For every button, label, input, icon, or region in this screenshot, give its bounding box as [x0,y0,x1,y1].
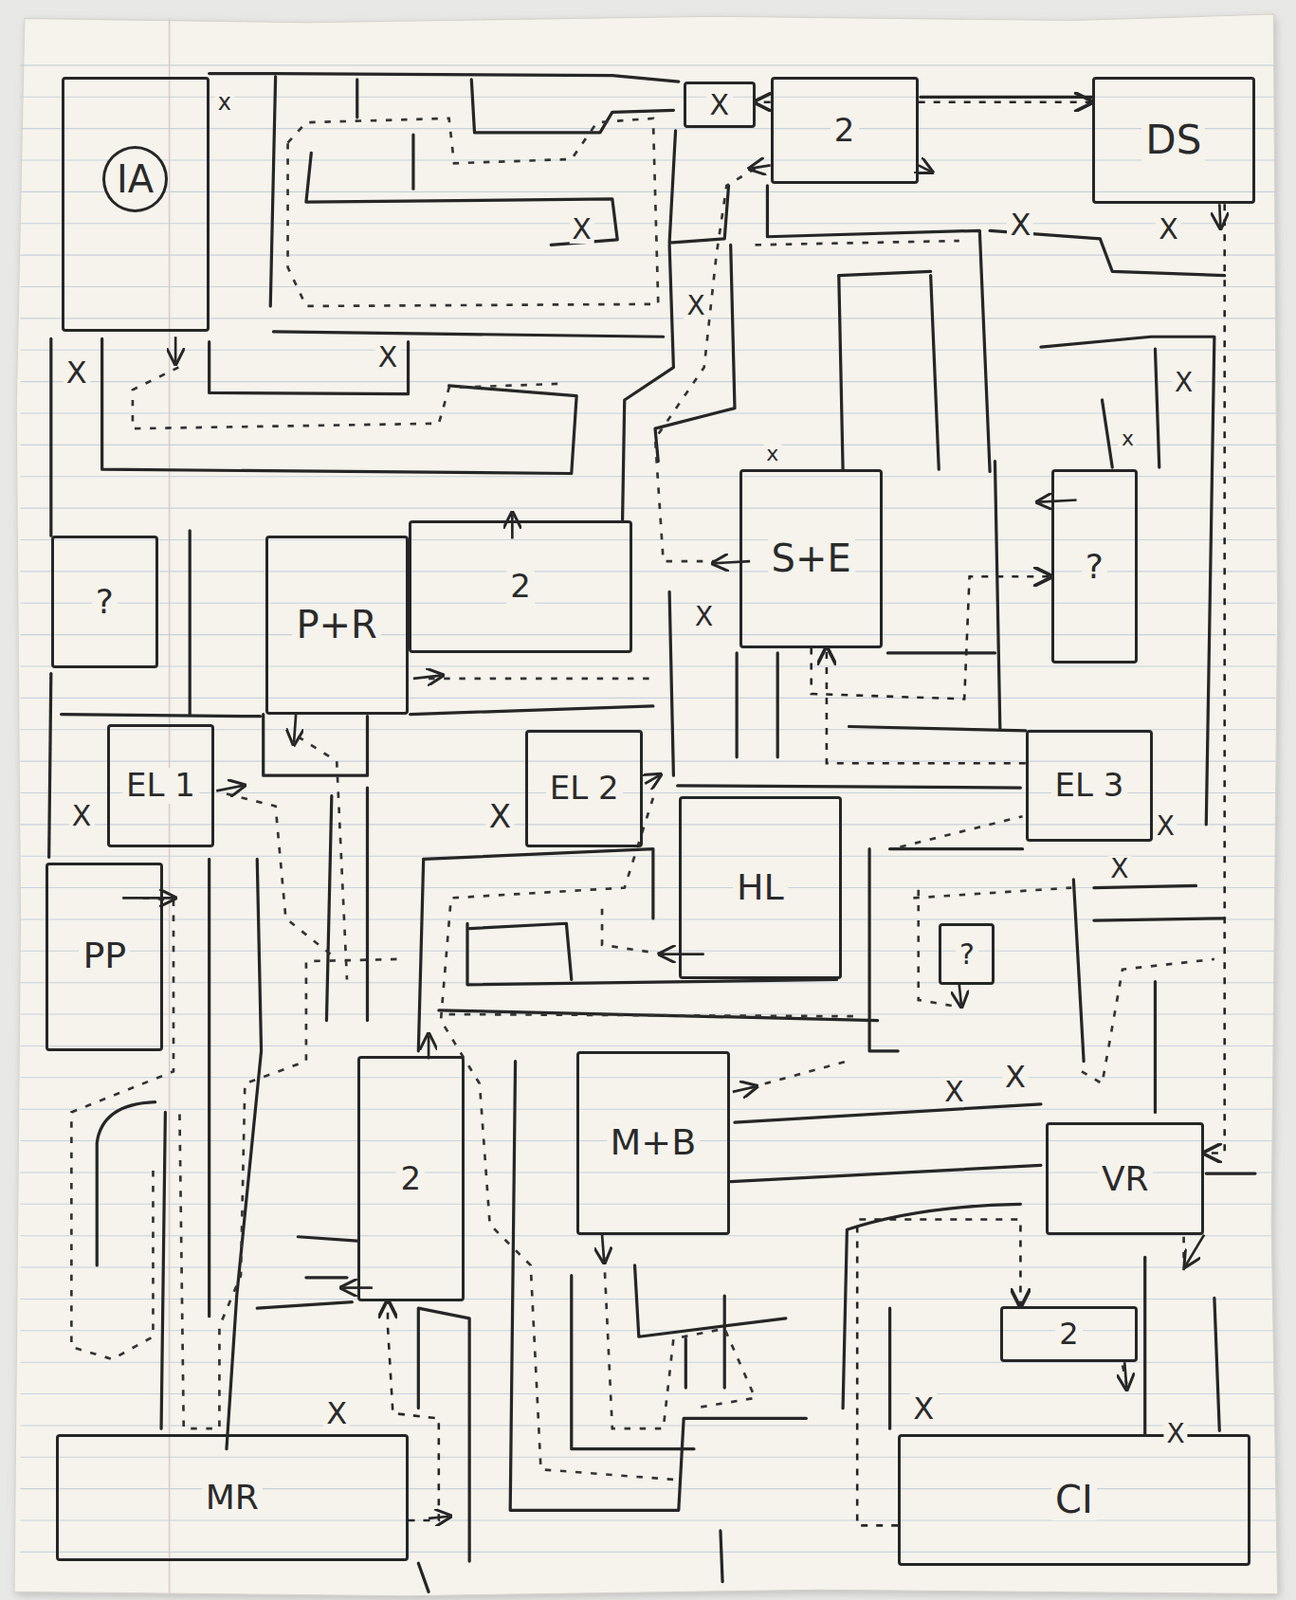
room-name: M+B [606,1123,701,1164]
room-name: 2 [1055,1317,1082,1351]
blocked-mark: X [1155,215,1182,244]
blocked-mark: X [1006,209,1034,240]
room-name: ? [91,583,118,621]
room-box: P+R [265,535,409,714]
room-box: ? [1051,469,1138,664]
blocked-mark: X [486,800,514,833]
route-connector [826,648,1026,765]
route-connector [918,100,1093,104]
room-name: EL 1 [122,767,200,804]
room-box: S+E [739,469,883,648]
room-name: 2 [830,112,859,148]
blocked-mark: x [763,443,782,465]
blocked-mark: X [1163,1421,1187,1448]
blocked-mark: X [692,603,716,631]
blocked-mark: X [375,343,402,372]
route-connector [857,1220,1021,1527]
blocked-mark: X [1171,369,1196,397]
room-name: VR [1097,1160,1153,1199]
room-name: HL [732,868,788,909]
route-connector [811,576,1052,699]
room-box: EL 3 [1025,730,1154,842]
room-box: HL [678,796,842,981]
blocked-mark: X [683,292,708,320]
room-box: 2 [408,520,634,654]
room-box: CI [897,1434,1250,1568]
room-name: 2 [506,568,535,604]
blocked-mark: X [1107,856,1132,883]
blocked-mark: x [1118,428,1137,450]
room-box: ? [938,923,995,986]
room-name: 2 [396,1161,425,1197]
room-name: CI [1051,1478,1097,1521]
blocked-mark: X [941,1077,968,1107]
room-name: MR [201,1478,263,1517]
room-name: ? [955,938,979,970]
room-box: EL 1 [107,724,215,847]
room-name: EL 3 [1051,767,1129,804]
blocked-mark: X [568,215,595,244]
ruled-lines [20,65,1277,1553]
route-connector [387,1301,439,1521]
blocked-mark: X [1002,1061,1029,1093]
room-name: X [706,89,734,121]
room-box: ? [51,535,159,669]
blocked-mark: X [1153,813,1178,840]
room-box: EL 2 [525,730,643,848]
blocked-mark: x [215,91,235,114]
blocked-mark: X [910,1393,937,1424]
room-box: DS [1092,76,1256,205]
room-name: ? [1081,547,1108,586]
paper-sheet [14,14,1278,1597]
blocked-mark: X [323,1398,350,1429]
route-connector [755,100,771,104]
room-box: PP [45,862,164,1052]
blocked-mark: X [69,802,95,831]
room-name: P+R [292,603,381,646]
room-box: X [683,81,755,128]
room-box: MR [55,1434,408,1563]
maze-walls [49,73,1256,1593]
room-name: S+E [767,537,856,580]
room-box: VR [1045,1122,1205,1235]
room-box: 2 [770,76,919,184]
dashed-routes [71,118,1215,1480]
room-box: 2 [357,1056,465,1301]
room-box: IA [61,76,210,332]
room-name: IA [102,146,168,213]
blocked-mark: X [63,357,91,388]
room-name: PP [78,936,130,977]
exit-arrows [122,164,1221,1518]
route-connector [1204,203,1225,1153]
room-box: M+B [576,1051,730,1236]
room-name: EL 2 [546,770,623,806]
margin-line [168,18,171,1594]
room-name: DS [1141,118,1205,163]
room-box: 2 [1000,1306,1138,1363]
